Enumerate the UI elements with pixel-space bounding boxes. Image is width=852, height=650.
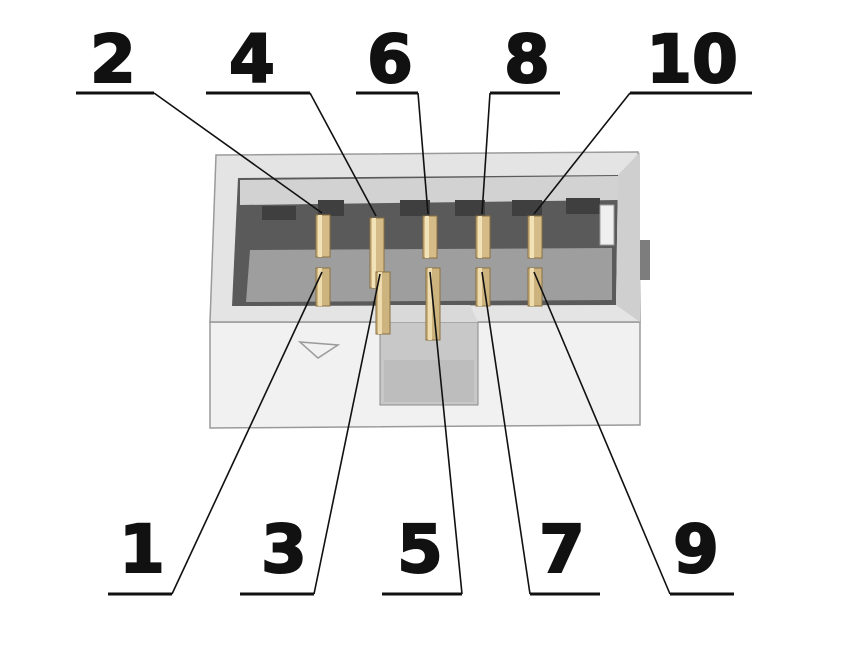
pin-2 bbox=[315, 214, 331, 258]
label-pin-9: 9 bbox=[673, 511, 719, 588]
label-pin-7: 7 bbox=[539, 511, 585, 588]
label-pin-8: 8 bbox=[504, 21, 550, 98]
leader-pin-2 bbox=[153, 92, 323, 214]
leader-pin-5 bbox=[429, 271, 463, 595]
pin-6 bbox=[422, 215, 438, 259]
leader-pin-4 bbox=[309, 92, 377, 217]
label-pin-6: 6 bbox=[367, 21, 413, 98]
label-pin-2: 2 bbox=[90, 21, 136, 98]
label-pin-10: 10 bbox=[646, 21, 738, 98]
leader-pin-9 bbox=[533, 271, 671, 595]
pin-7 bbox=[475, 267, 491, 307]
leader-pin-8 bbox=[481, 92, 491, 215]
leader-pin-7 bbox=[481, 271, 531, 595]
leader-pin-10 bbox=[533, 92, 631, 215]
pin-1 bbox=[315, 267, 331, 307]
leader-pin-1 bbox=[171, 271, 323, 595]
leader-pin-6 bbox=[417, 92, 429, 215]
pin-10 bbox=[527, 215, 543, 259]
pin-4 bbox=[369, 217, 385, 289]
pin-9 bbox=[527, 267, 543, 307]
label-pin-5: 5 bbox=[397, 511, 443, 588]
pin-3 bbox=[375, 271, 391, 335]
label-pin-4: 4 bbox=[229, 21, 275, 98]
label-pin-3: 3 bbox=[261, 511, 307, 588]
label-pin-1: 1 bbox=[119, 511, 165, 588]
bottom-row-labels: 1 3 5 7 9 bbox=[108, 271, 734, 596]
top-row-labels: 2 4 6 8 10 bbox=[76, 20, 752, 217]
pins bbox=[315, 214, 543, 341]
leader-pin-3 bbox=[313, 273, 381, 595]
pin-8 bbox=[475, 215, 491, 259]
